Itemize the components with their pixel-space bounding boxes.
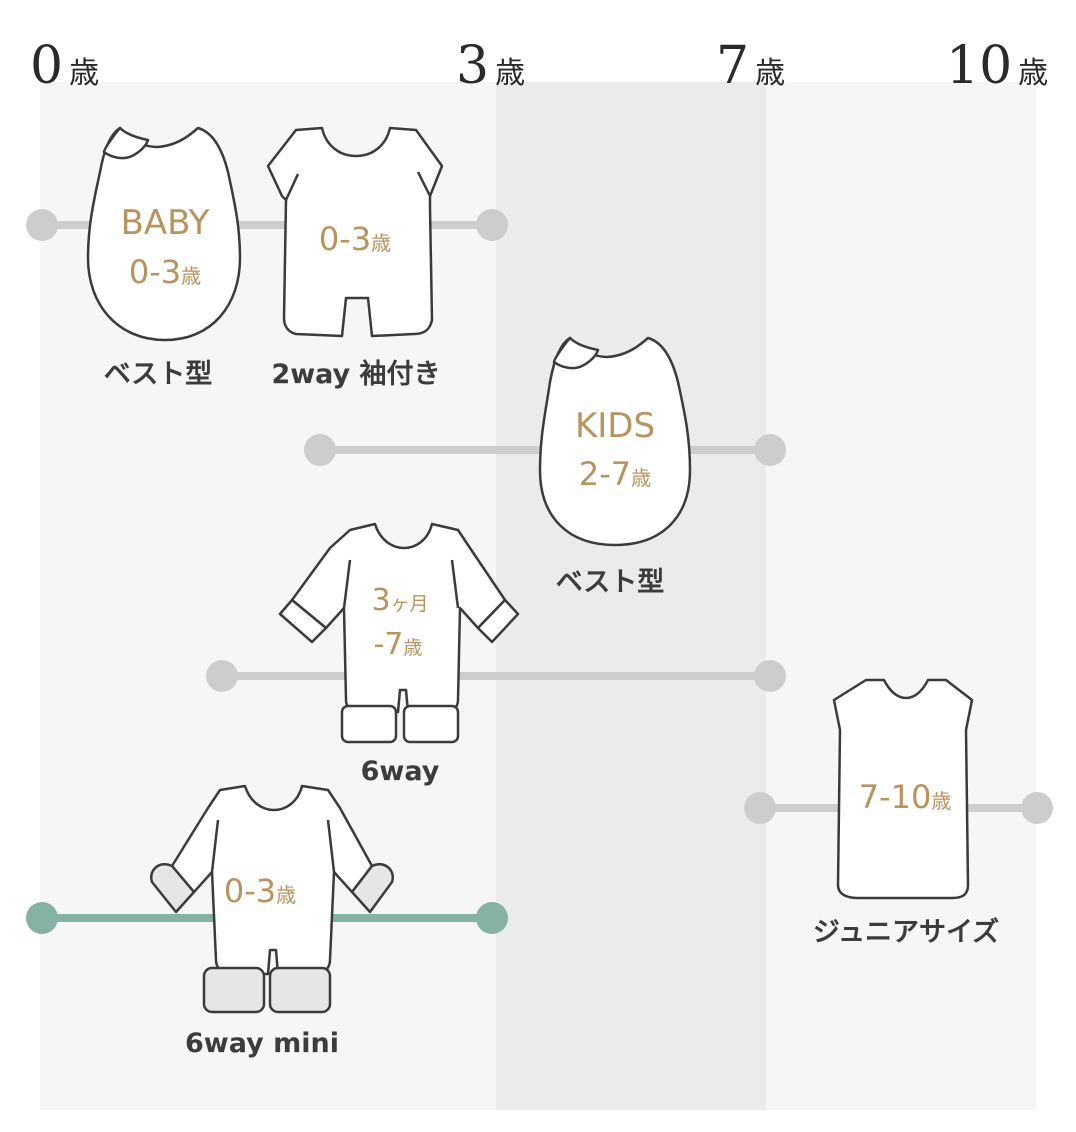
kids-vest-age-unit: 歳 <box>631 466 651 490</box>
range-baby-end-dot <box>476 209 508 241</box>
sixway-line1-unit: ヶ月 <box>391 593 429 615</box>
sixway-line1-num: 3 <box>371 583 390 618</box>
range-sixway-mini-start-dot <box>26 902 58 934</box>
baby-vest-age-num: 0-3 <box>129 253 181 291</box>
sixway-mini-name: 6way mini <box>185 1028 339 1059</box>
junior-name: ジュニアサイズ <box>813 910 999 949</box>
baby-vest-age-unit: 歳 <box>181 264 201 288</box>
range-junior-end-dot <box>1021 792 1053 824</box>
sixway-name: 6way <box>361 756 440 787</box>
twoway-age-num: 0-3 <box>319 220 371 258</box>
range-kids-end-dot <box>754 434 786 466</box>
kids-vest-label-top: KIDS <box>575 406 655 446</box>
range-baby-start-dot <box>26 209 58 241</box>
sixway-line2-num: -7 <box>374 627 404 662</box>
twoway-age-unit: 歳 <box>371 231 391 255</box>
range-junior-start-dot <box>744 792 776 824</box>
sixway-line2-unit: 歳 <box>403 637 422 659</box>
range-sixway-mini-end-dot <box>476 902 508 934</box>
range-sixway-start-dot <box>206 660 238 692</box>
sixway-mini-age-num: 0-3 <box>224 872 276 910</box>
junior-age-num: 7-10 <box>859 778 932 816</box>
baby-vest-name: ベスト型 <box>104 352 213 391</box>
sixway-mini-age-unit: 歳 <box>276 883 296 907</box>
kids-vest-age-num: 2-7 <box>579 455 631 493</box>
twoway-name: 2way 袖付き <box>271 352 440 391</box>
junior-age-unit: 歳 <box>931 789 951 813</box>
range-kids-start-dot <box>304 434 336 466</box>
range-sixway <box>206 660 786 692</box>
baby-vest-label-top: BABY <box>121 203 210 243</box>
kids-vest-name: ベスト型 <box>556 560 665 599</box>
range-sixway-end-dot <box>754 660 786 692</box>
